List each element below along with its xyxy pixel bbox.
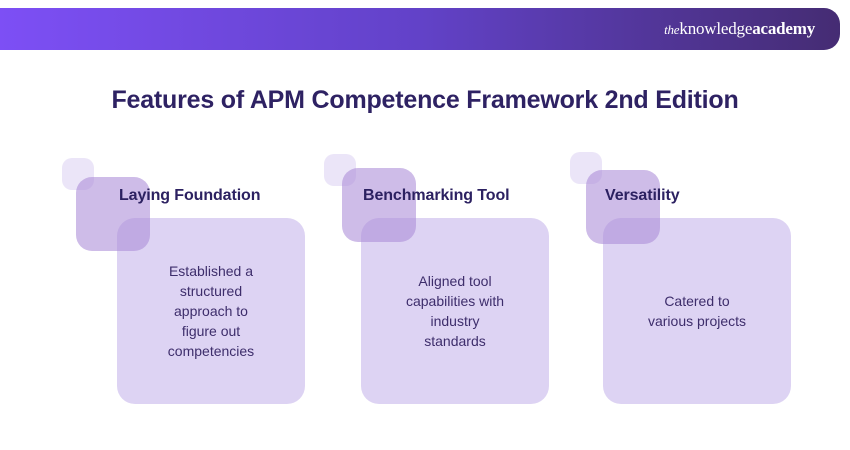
brand-logo-the: the: [664, 22, 680, 37]
brand-logo-academy: academy: [752, 19, 815, 38]
decor-square-medium: [342, 168, 416, 242]
feature-card-laying-foundation: Established a structured approach to fig…: [62, 150, 312, 412]
decor-square-medium: [76, 177, 150, 251]
brand-logo: theknowledgeacademy: [664, 19, 815, 39]
feature-card-benchmarking-tool: Aligned tool capabilities with industry …: [306, 150, 556, 412]
card-description: Catered to various projects: [647, 293, 747, 329]
card-panel: Catered to various projects: [603, 218, 791, 404]
card-title: Benchmarking Tool: [363, 187, 510, 204]
header-banner: theknowledgeacademy: [0, 8, 840, 50]
card-description: Aligned tool capabilities with industry …: [405, 273, 505, 349]
card-title: Versatility: [605, 187, 680, 204]
decor-square-medium: [586, 170, 660, 244]
card-panel: Aligned tool capabilities with industry …: [361, 218, 549, 404]
brand-logo-knowledge: knowledge: [679, 19, 753, 38]
page-title: Features of APM Competence Framework 2nd…: [111, 86, 739, 114]
card-description: Established a structured approach to fig…: [167, 263, 255, 359]
card-title: Laying Foundation: [119, 187, 261, 204]
feature-card-versatility: Catered to various projects Versatility: [548, 150, 798, 412]
card-panel: Established a structured approach to fig…: [117, 218, 305, 404]
